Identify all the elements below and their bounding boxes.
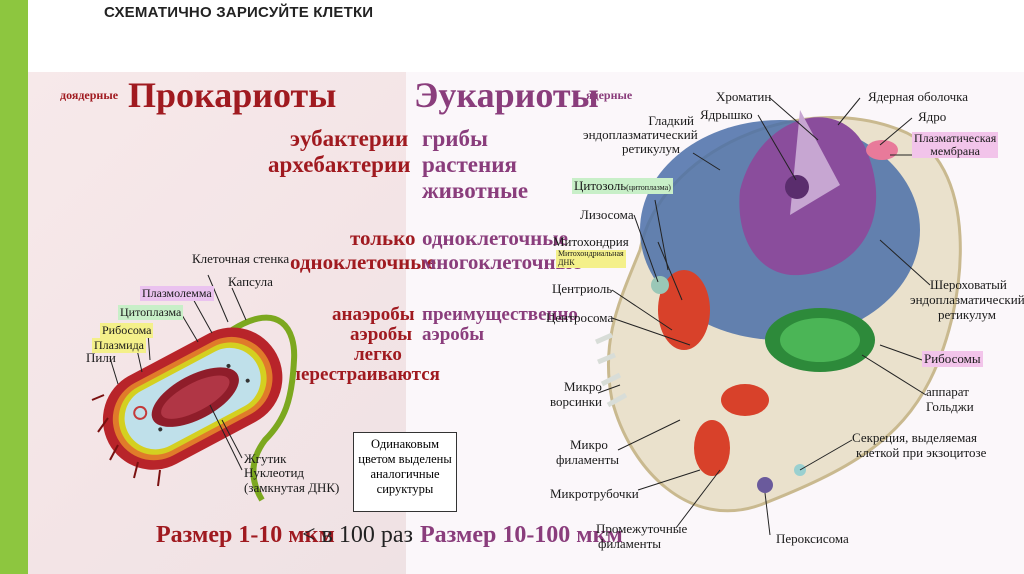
note-line-3: аналогичные bbox=[354, 467, 456, 482]
label-plasmalemma: Плазмолемма bbox=[140, 286, 214, 301]
label-cytoplasm: Цитоплазма bbox=[118, 305, 183, 320]
label-chromatin: Хроматин bbox=[716, 90, 771, 104]
label-microfilaments-2: филаменты bbox=[556, 453, 619, 467]
label-ribosomes: Рибосомы bbox=[922, 351, 983, 367]
label-microvilli-1: Микро bbox=[564, 380, 602, 394]
label-mitochondria: Митохондрия bbox=[553, 235, 629, 249]
note-line-2: цветом выделены bbox=[354, 452, 456, 467]
label-circular-dna: (замкнутая ДНК) bbox=[244, 481, 339, 495]
label-intermediate-1: Промежуточные bbox=[596, 522, 687, 536]
label-plasma-membrane: Плазматическая мембрана bbox=[912, 132, 998, 158]
label-ribosome: Рибосома bbox=[100, 323, 153, 338]
label-secretion-2: клеткой при экзоцитозе bbox=[856, 446, 986, 460]
label-capsule: Капсула bbox=[228, 275, 273, 289]
label-microtubules: Микротрубочки bbox=[550, 487, 639, 501]
label-smooth-er: Гладкий bbox=[620, 114, 694, 128]
nucleolus-shape bbox=[785, 175, 809, 199]
label-rough-er-2: эндоплазматический bbox=[910, 293, 1024, 307]
peroxisome-shape bbox=[757, 477, 773, 493]
label-nucleolus: Ядрышко bbox=[700, 108, 753, 122]
note-line-4: сируктуры bbox=[354, 482, 456, 497]
mitochondria-shape-2 bbox=[721, 384, 769, 416]
label-mito-dna: Митохондриальная ДНК bbox=[556, 250, 626, 268]
label-smooth-er-2: эндоплазматический bbox=[583, 128, 698, 142]
label-golgi-1: аппарат bbox=[926, 385, 969, 399]
mito-dna-line-2: ДНК bbox=[558, 259, 624, 268]
label-secretion-1: Секреция, выделяемая bbox=[852, 431, 977, 445]
golgi-inner bbox=[780, 318, 860, 362]
label-microvilli-2: ворсинки bbox=[550, 395, 602, 409]
label-cytosol: Цитозоль(цитоплазма) bbox=[572, 178, 673, 194]
mitochondria-shape-3 bbox=[694, 420, 730, 476]
note-line-1: Одинаковым bbox=[354, 437, 456, 452]
lysosome-shape bbox=[651, 276, 669, 294]
label-microfilaments-1: Микро bbox=[570, 438, 608, 452]
cytosol-note: (цитоплазма) bbox=[626, 183, 671, 192]
smooth-er-line-1: Гладкий bbox=[620, 114, 694, 128]
label-nucleotide: Нуклеотид bbox=[244, 466, 304, 480]
label-centriole: Центриоль bbox=[552, 282, 612, 296]
plasma-membrane-line-2: мембрана bbox=[914, 145, 996, 158]
label-golgi-2: Гольджи bbox=[926, 400, 974, 414]
label-cell-wall: Клеточная стенка bbox=[192, 252, 289, 266]
label-pili: Пили bbox=[86, 351, 116, 365]
label-flagellum: Жгутик bbox=[244, 452, 286, 466]
label-nucleus: Ядро bbox=[918, 110, 946, 124]
label-intermediate-2: филаменты bbox=[598, 537, 661, 551]
note-box: Одинаковым цветом выделены аналогичные с… bbox=[353, 432, 457, 512]
label-centrosome: Центросома bbox=[546, 311, 613, 325]
label-lysosome: Лизосома bbox=[580, 208, 634, 222]
label-smooth-er-3: ретикулум bbox=[622, 142, 680, 156]
label-rough-er-1: Шероховатый bbox=[930, 278, 1007, 292]
label-nuclear-envelope: Ядерная оболочка bbox=[868, 90, 968, 104]
cytosol-text: Цитозоль bbox=[574, 178, 626, 193]
label-rough-er-3: ретикулум bbox=[938, 308, 996, 322]
label-peroxisome: Пероксисома bbox=[776, 532, 849, 546]
